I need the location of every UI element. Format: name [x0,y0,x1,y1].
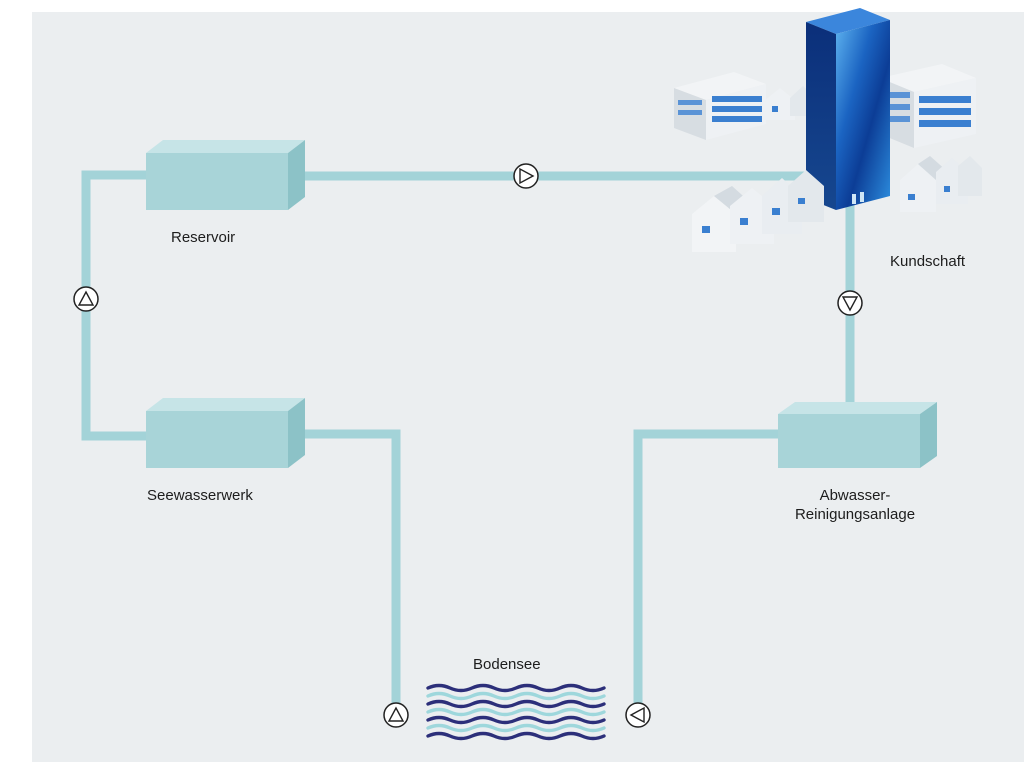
office-building-left-icon [674,72,766,140]
flow-arrow-right-top-icon [513,163,539,189]
flow-arrow-down-right-icon [837,290,863,316]
customers-city-icon [674,8,982,252]
houses-right-icon [900,156,982,212]
bodensee-label: Bodensee [473,656,541,673]
seewasserwerk-tank [146,398,305,468]
flow-arrow-left-bottom-icon [625,702,651,728]
reservoir-label: Reservoir [171,229,236,246]
flow-arrow-up-bottom-icon [383,702,409,728]
abwasser-label-line1: Abwasser- [819,487,891,504]
pipe-lake-to-abwasser [633,429,778,705]
lake-waves-icon [426,683,606,741]
abwasser-label: Abwasser- Reinigungsanlage [780,486,930,524]
abwasser-tank [778,402,937,468]
houses-front-icon [692,170,824,252]
seewasserwerk-label: Seewasserwerk [147,487,253,504]
office-building-right-icon [880,64,976,148]
kundschaft-label: Kundschaft [890,253,966,270]
flow-arrow-up-left-icon [73,286,99,312]
pipe-seewasserwerk-to-lake [300,429,401,705]
abwasser-label-line2: Reinigungsanlage [794,506,916,523]
office-tower-icon [806,8,890,210]
reservoir-tank [146,140,305,210]
